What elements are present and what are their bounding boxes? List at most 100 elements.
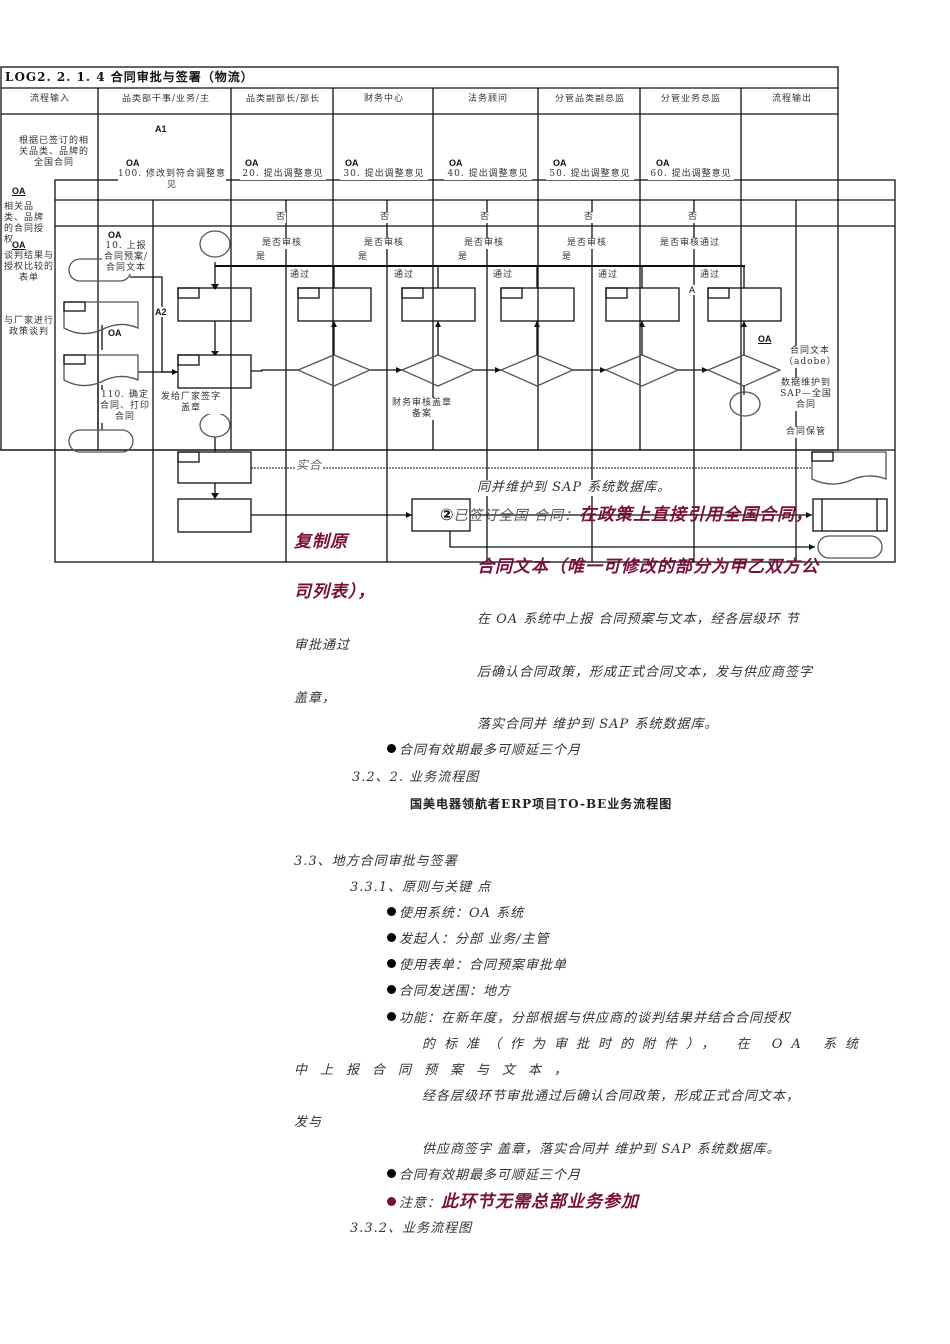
overlay-red-line2: 合同文本（唯一可修改的部分为甲乙双方公 xyxy=(477,557,819,577)
function-line-f: 供应商签字 盖章，落实合同并 维护到 SAP 系统数据库。 xyxy=(422,1142,781,1157)
decision-pass: 通过 xyxy=(493,270,514,281)
decision-yes: 是 xyxy=(458,252,469,263)
process-box-20 xyxy=(297,287,372,322)
decision-diamond-50 xyxy=(604,354,680,387)
lane-header-output: 流程输出 xyxy=(750,94,834,105)
process-box-110 xyxy=(177,354,252,389)
bullet-system: 使用系统：OA 系统 xyxy=(387,906,524,922)
para1-line-e: 落实合同并 维护到 SAP 系统数据库。 xyxy=(477,717,719,732)
bullet-icon xyxy=(387,1012,396,1021)
note-label: 注意： xyxy=(399,1196,442,1211)
step-10-label: 10. 上报合同预案/合同文本 xyxy=(102,241,150,274)
decision-question: 是否审核 xyxy=(262,238,303,249)
output-contract-keep: 合同保管 xyxy=(776,427,836,438)
decision-question: 是否审核 xyxy=(567,238,608,249)
overlay-copy-orig: 复制原 xyxy=(294,532,348,552)
function-line-e: 发与 xyxy=(294,1115,323,1130)
step-30-label: 30. 提出调整意见 xyxy=(340,169,428,180)
decision-no: 否 xyxy=(276,212,287,223)
decision-diamond-60 xyxy=(706,354,782,387)
lane-header-finance: 财务中心 xyxy=(340,94,428,105)
function-line-c: 中上报合同预案与文本， xyxy=(294,1063,581,1078)
lane-header-category-staff: 品类部干事/业务/主 xyxy=(104,94,228,105)
section-3-3: 3.3、地方合同审批与签署 xyxy=(294,854,458,869)
oa-tag: OA xyxy=(108,328,122,338)
overlay-shi-he: 实合 xyxy=(296,457,323,473)
bullet-icon xyxy=(387,1169,396,1178)
bullet-text: 发起人：分部 业务/主管 xyxy=(399,932,550,947)
bullet-text: 使用系统：OA 系统 xyxy=(399,906,525,921)
oa-tag: OA xyxy=(758,334,772,344)
process-box-60 xyxy=(707,287,782,322)
decision-yes: 是 xyxy=(358,252,369,263)
decision-no: 否 xyxy=(688,212,699,223)
bullet-text: 合同有效期最多可顺延三个月 xyxy=(399,1168,582,1183)
input-policy-negotiation: 与厂家进行政策谈判 xyxy=(4,316,55,338)
bullet-icon xyxy=(387,985,396,994)
bullet-function: 功能：在新年度，分部根据与供应商的谈判结果并结合合同授权 xyxy=(387,1011,791,1027)
input-authorization: 相关品类、品牌的合同授权 xyxy=(4,202,52,246)
decision-yes: 是 xyxy=(562,252,573,263)
step-110-label: 110. 确定合同、打印合同 xyxy=(100,390,151,423)
decision-no: 否 xyxy=(480,212,491,223)
section-3-2-2: 3.2、2. 业务流程图 xyxy=(352,770,480,785)
terminator-output xyxy=(817,535,883,559)
input-national-contract: 根据已签订的相关品类、品牌的全国合同 xyxy=(18,136,90,169)
process-box-10 xyxy=(177,287,252,322)
decision-diamond-40 xyxy=(499,354,575,387)
step-20-label: 20. 提出调整意见 xyxy=(240,169,326,180)
oa-tag: OA xyxy=(656,158,670,168)
decision-diamond-30 xyxy=(400,354,476,387)
bullet-text: 合同发送围：地方 xyxy=(399,984,512,999)
mark-a2: A2 xyxy=(155,307,167,317)
lane-header-vp-category: 分管品类副总监 xyxy=(543,94,637,105)
diagram-title: LOG2. 2. 1. 4 合同审批与签署（物流） xyxy=(5,70,254,84)
mark-a1: A1 xyxy=(155,124,167,134)
decision-pass: 通过 xyxy=(290,270,311,281)
document-shape-output xyxy=(811,451,887,485)
bullet-icon xyxy=(387,1197,396,1206)
output-contract-text: 合同文本（adobe） xyxy=(784,346,837,368)
process-box-archive xyxy=(177,451,252,484)
para1-line-a: 在 OA 系统中上报 合同预案与文本，经各层级环 节 xyxy=(477,612,800,627)
step-50-label: 50. 提出调整意见 xyxy=(546,169,634,180)
overlay-line1: 同并维护到 SAP 系统数据库。 xyxy=(477,480,672,496)
document-shape-negotiation xyxy=(63,301,139,335)
process-box-50 xyxy=(605,287,680,322)
process-box-30 xyxy=(401,287,476,322)
bullet-initiator: 发起人：分部 业务/主管 xyxy=(387,932,550,948)
para1-line-c: 后确认合同政策，形成正式合同文本，发与供应商签字 xyxy=(477,665,814,680)
document-shape-form xyxy=(63,354,139,387)
connector-circle-mid xyxy=(199,412,231,438)
chart-caption: 国美电器领航者ERP项目TO-BE业务流程图 xyxy=(410,797,673,811)
send-vendor-label: 发给厂家签字盖章 xyxy=(160,392,222,414)
decision-question: 是否审核 xyxy=(464,238,505,249)
oa-tag: OA xyxy=(449,158,463,168)
oa-tag: OA xyxy=(553,158,567,168)
oa-tag: OA xyxy=(108,230,122,240)
decision-pass: 通过 xyxy=(700,270,721,281)
bullet-icon xyxy=(387,959,396,968)
bullet-note: 注意：此环节无需总部业务参加 xyxy=(387,1192,639,1214)
connector-circle-out xyxy=(729,391,761,417)
para1-line-b: 审批通过 xyxy=(294,638,351,653)
bullet-extend-2: 合同有效期最多可顺延三个月 xyxy=(387,1168,581,1184)
bullet-text: 使用表单：合同预案审批单 xyxy=(399,958,568,973)
input-negotiation-result: 谈判结果与授权比较的表单 xyxy=(4,251,55,284)
lane-header-category-head: 品类副部长/部长 xyxy=(236,94,330,105)
lane-header-vp-business: 分管业务总监 xyxy=(645,94,737,105)
lane-header-input: 流程输入 xyxy=(10,94,90,105)
bullet-extend: 合同有效期最多可顺延三个月 xyxy=(387,743,581,759)
step-40-label: 40. 提出调整意见 xyxy=(444,169,532,180)
bullet-text: 功能：在新年度，分部根据与供应商的谈判结果并结合合同授权 xyxy=(399,1011,792,1026)
output-sap-maintain: 数据维护到SAP—全国合同 xyxy=(776,378,836,411)
step-60-label: 60. 提出调整意见 xyxy=(648,169,734,180)
decision-pass: 通过 xyxy=(394,270,415,281)
decision-no: 否 xyxy=(584,212,595,223)
note-text: 此环节无需总部业务参加 xyxy=(441,1192,640,1212)
lane-header-legal: 法务顾问 xyxy=(446,94,530,105)
terminator-input xyxy=(68,429,134,453)
process-box-copy xyxy=(177,498,252,533)
finance-stamp-label: 财务审核盖章备案 xyxy=(392,398,453,420)
mark-a: A xyxy=(689,285,696,295)
